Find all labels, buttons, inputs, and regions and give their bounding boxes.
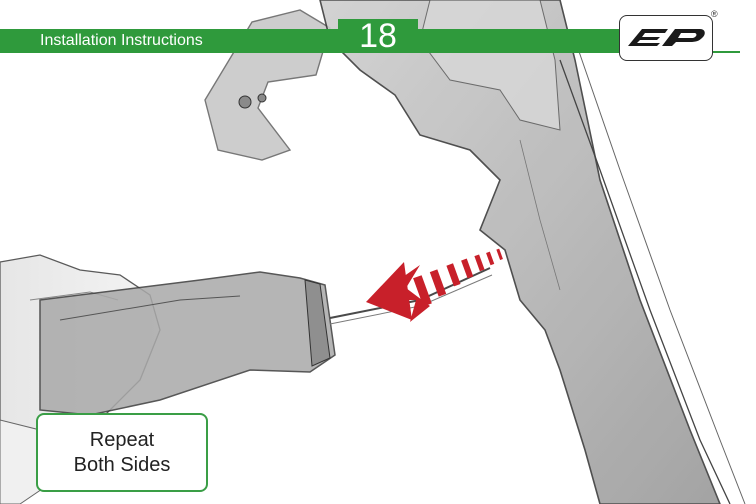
ep-logo-icon [619,15,713,61]
fixture-body [319,0,746,504]
callout-line-1: Repeat [89,428,155,451]
document-title: Installation Instructions [40,32,203,49]
page-number: 18 [338,19,418,53]
header-bar [0,29,620,51]
repeat-both-sides-callout: Repeat Both Sides [36,413,208,492]
arrow-left-icon [366,248,503,322]
registered-mark: ® [711,9,718,19]
callout-line-2: Both Sides [73,453,171,476]
